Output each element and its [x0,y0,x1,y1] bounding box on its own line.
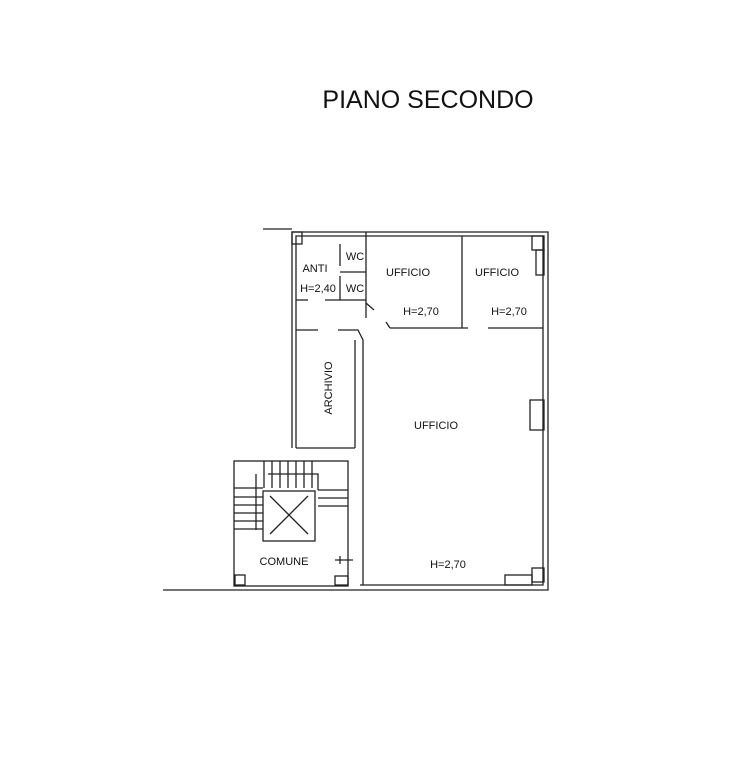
label-ufficio-1-height: H=2,70 [403,306,439,318]
label-wc-1: WC [346,251,364,263]
walls [163,228,549,591]
label-anti: ANTI [302,263,327,275]
label-ufficio-1: UFFICIO [386,267,430,279]
label-ufficio-2: UFFICIO [475,267,519,279]
label-ufficio-2-height: H=2,70 [491,306,527,318]
label-archivio: ARCHIVIO [323,361,335,415]
label-anti-height: H=2,40 [300,283,336,295]
stair-steps [234,461,348,530]
room-labels: ANTI H=2,40 WC WC UFFICIO H=2,70 UFFICIO… [260,251,527,571]
plan-title: PIANO SECONDO [322,86,533,114]
label-wc-2: WC [346,283,364,295]
label-ufficio-3: UFFICIO [414,420,458,432]
label-ufficio-3-height: H=2,70 [430,559,466,571]
label-comune: COMUNE [260,556,309,568]
